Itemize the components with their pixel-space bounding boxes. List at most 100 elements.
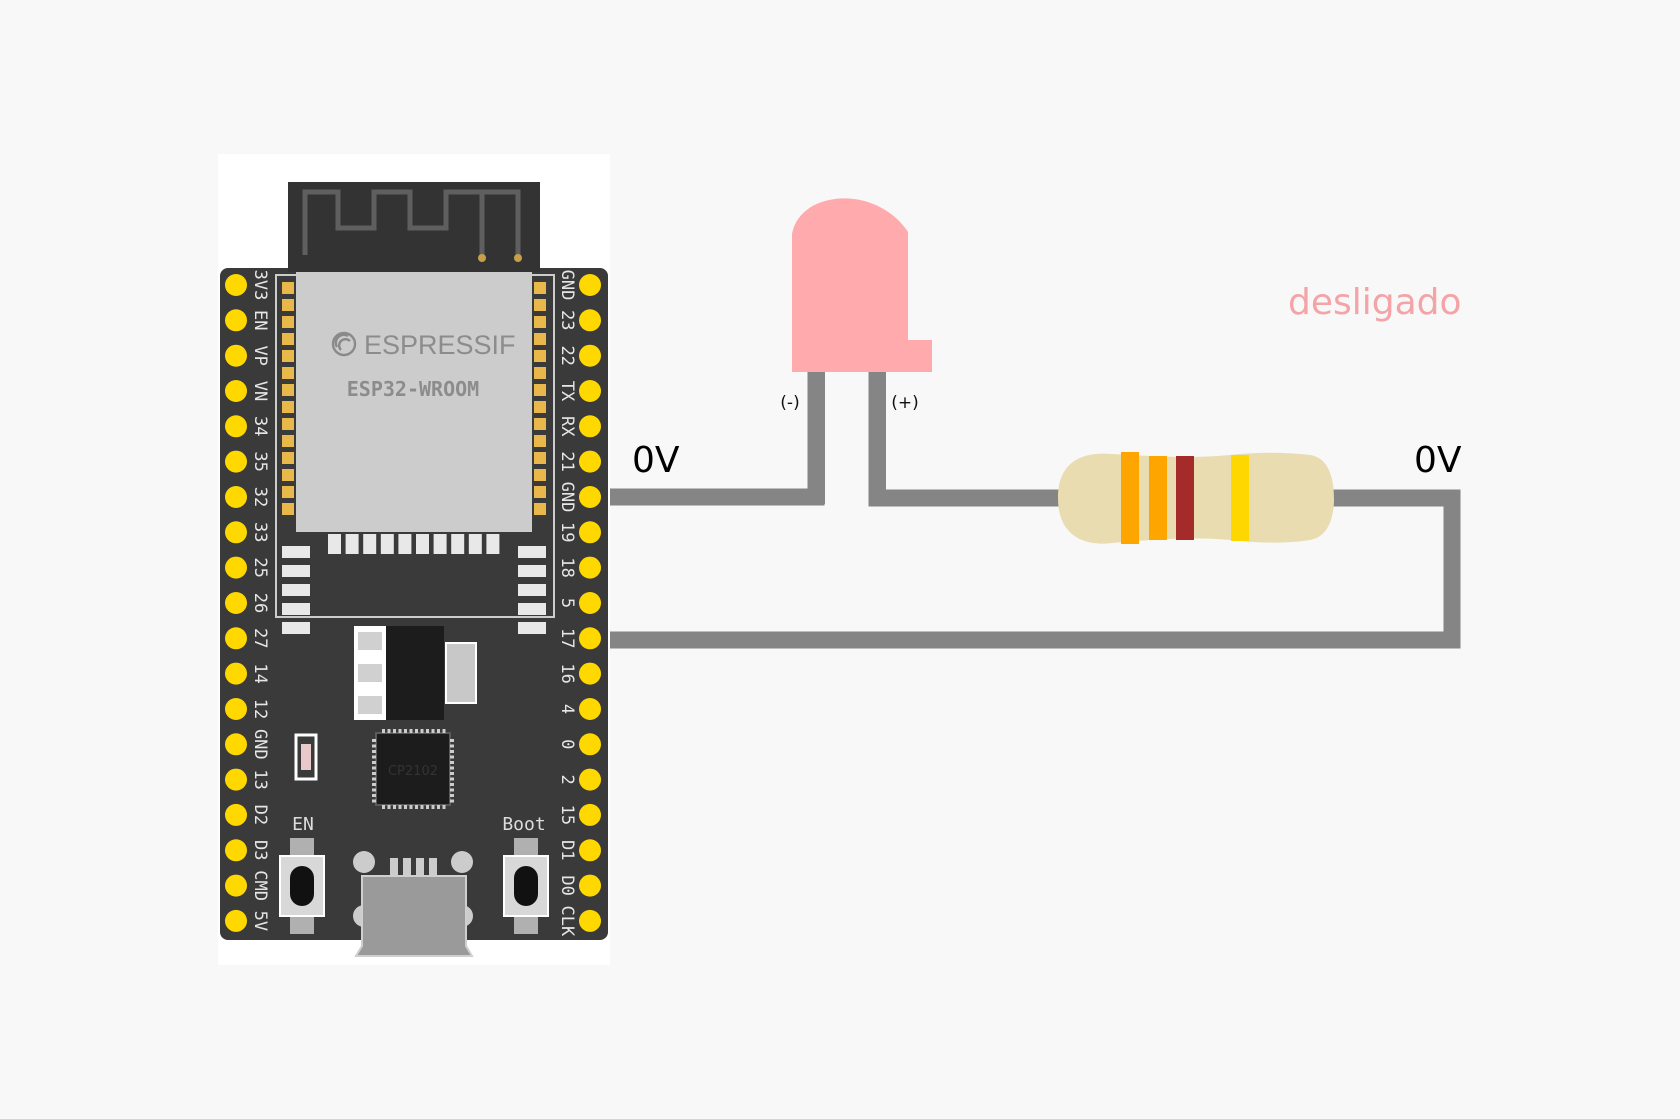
chip-pin: [420, 729, 424, 733]
pin-header-pad[interactable]: [225, 874, 247, 897]
module-pad: [282, 299, 294, 311]
pin-label: EN: [250, 310, 270, 330]
pin-header-pad[interactable]: [579, 521, 601, 544]
pin-header-pad[interactable]: [579, 380, 601, 402]
pin-header-pad[interactable]: [225, 662, 247, 685]
pin-header-pad[interactable]: [225, 698, 247, 720]
pin-header-pad[interactable]: [579, 486, 601, 508]
pin-label: VP: [250, 345, 270, 365]
chip-pin: [415, 729, 418, 733]
chip-pin: [409, 729, 413, 733]
pin-label: 15: [557, 805, 577, 825]
pin-header-pad[interactable]: [225, 592, 247, 614]
chip-pin: [426, 729, 429, 733]
module-pad: [534, 401, 546, 413]
pin-header-pad[interactable]: [579, 839, 601, 862]
wire-gnd-to-led-cathode: [590, 372, 825, 506]
module-pad: [282, 435, 294, 447]
pin-voltage-label: 0V: [1414, 440, 1462, 481]
pin-header-pad[interactable]: [225, 450, 247, 473]
pin-header-pad[interactable]: [225, 768, 247, 791]
pin-header-pad[interactable]: [579, 874, 601, 897]
wire-led-anode-to-resistor: [868, 372, 1065, 507]
chip-pin: [372, 783, 376, 786]
pin-label: VN: [250, 381, 270, 401]
chip-pin: [398, 805, 402, 809]
module-pad: [433, 534, 447, 554]
chip-pin: [442, 729, 446, 733]
chip-pin: [372, 750, 376, 753]
en-button-label: EN: [292, 814, 314, 835]
chip-pin: [431, 729, 435, 733]
resistor-band: [1231, 455, 1249, 541]
module-pad: [518, 584, 546, 596]
gnd-voltage-label: 0V: [632, 440, 680, 481]
module-pad: [282, 546, 310, 558]
led-cathode-label: (-): [780, 393, 799, 413]
pin-label: 33: [250, 522, 270, 542]
pin-header-pad[interactable]: [579, 556, 601, 579]
pin-header-pad[interactable]: [225, 627, 247, 650]
chip-pin: [437, 729, 440, 733]
pin-header-pad[interactable]: [579, 627, 601, 650]
module-pad: [282, 565, 310, 577]
pin-header-pad[interactable]: [579, 662, 601, 685]
pin-label: CMD: [250, 870, 270, 901]
boot-button-label: Boot: [502, 814, 545, 835]
left-pin-header: 3V3ENVPVN343532332526271412GND13D2D3CMD5…: [225, 270, 270, 932]
chip-pin: [372, 755, 376, 759]
module-pad: [282, 367, 294, 379]
module-pad: [282, 486, 294, 498]
pin-label: 23: [557, 310, 577, 330]
resistor[interactable]: [1058, 452, 1334, 544]
chip-pin: [450, 739, 454, 742]
pin-header-pad[interactable]: [579, 274, 601, 296]
pin-header-pad[interactable]: [225, 733, 247, 756]
pin-header-pad[interactable]: [579, 803, 601, 826]
pin-label: 4: [557, 704, 577, 714]
chip-pin: [372, 794, 376, 797]
chip-pin: [382, 729, 385, 733]
pin-label: D1: [557, 840, 577, 860]
pin-header-pad[interactable]: [225, 909, 247, 932]
module-pad: [534, 503, 546, 515]
pin-header-pad[interactable]: [225, 344, 247, 367]
pin-header-pad[interactable]: [225, 274, 247, 296]
pin-label: 14: [250, 663, 270, 683]
pin-header-pad[interactable]: [579, 309, 601, 332]
en-button[interactable]: [279, 838, 325, 934]
module-pad: [534, 418, 546, 430]
module-pad: [534, 333, 546, 345]
resistor-bands: [1121, 452, 1249, 544]
chip-pin: [450, 755, 454, 759]
pin-header-pad[interactable]: [225, 486, 247, 508]
pin-header-pad[interactable]: [579, 768, 601, 791]
pin-header-pad[interactable]: [225, 839, 247, 862]
resistor-band: [1176, 456, 1194, 540]
pin-label: 0: [557, 739, 577, 749]
pin-label: GND: [557, 482, 577, 513]
pin-header-pad[interactable]: [579, 344, 601, 367]
boot-button[interactable]: [503, 838, 549, 934]
pin-label: 2: [557, 774, 577, 784]
pin-header-pad[interactable]: [225, 415, 247, 438]
pin-header-pad[interactable]: [579, 450, 601, 473]
pin-header-pad[interactable]: [579, 909, 601, 932]
pin-label: 27: [250, 628, 270, 648]
pin-header-pad[interactable]: [225, 380, 247, 402]
module-pad: [282, 384, 294, 396]
pin-header-pad[interactable]: [225, 309, 247, 332]
chip-pin: [442, 805, 446, 809]
usb-port[interactable]: [353, 851, 474, 957]
pin-header-pad[interactable]: [579, 592, 601, 614]
pin-header-pad[interactable]: [225, 521, 247, 544]
pin-header-pad[interactable]: [225, 556, 247, 579]
pin-header-pad[interactable]: [225, 803, 247, 826]
chip-pin: [387, 805, 391, 809]
pin-header-pad[interactable]: [579, 698, 601, 720]
pin-header-pad[interactable]: [579, 415, 601, 438]
led[interactable]: (-) (+): [780, 198, 932, 504]
status-label: desligado: [1288, 282, 1462, 323]
pin-header-pad[interactable]: [579, 733, 601, 756]
